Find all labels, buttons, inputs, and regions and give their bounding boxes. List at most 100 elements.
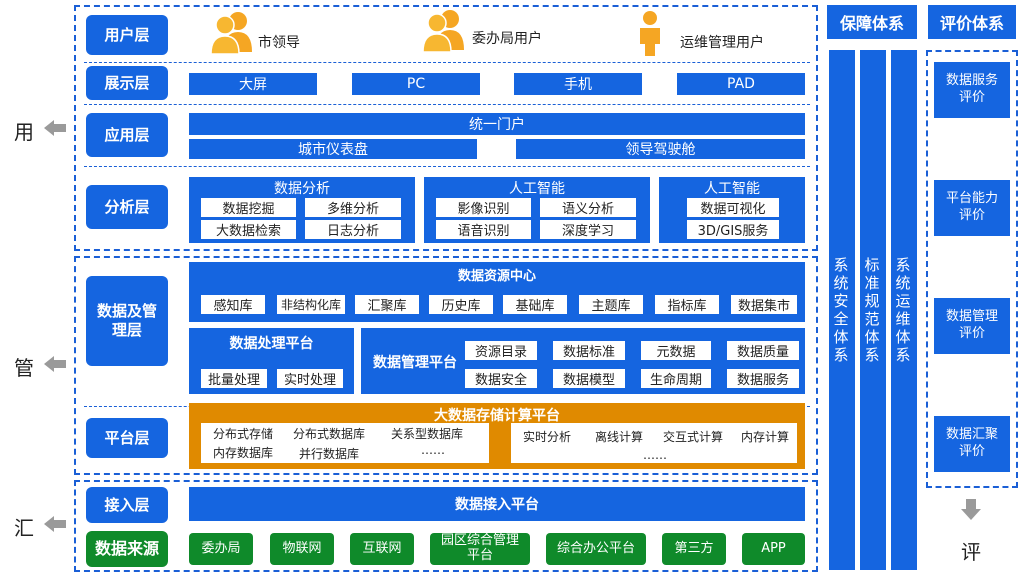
vertical-char: 体 [864, 328, 882, 346]
vertical-char: 安 [833, 292, 851, 310]
bigdata-storage-item: 关系型数据库 [391, 427, 464, 441]
layer-source: 数据来源 [86, 531, 168, 567]
resource-center-title: 数据资源中心 [457, 269, 536, 284]
analysis-item: 语义分析 [540, 198, 636, 217]
analysis-group-title: 人工智能 [509, 181, 565, 197]
management-item: 资源目录 [465, 341, 537, 360]
vertical-char: 范 [864, 310, 882, 328]
user-bureau: 委办局用户 [472, 31, 542, 47]
side-label-gather: 汇 [14, 516, 34, 540]
vertical-char: 标 [864, 256, 882, 274]
guarantee-column: 系统运维体系 [891, 50, 917, 570]
evaluation-item: 平台能力评价 [934, 180, 1010, 236]
user-ops: 运维管理用户 [680, 35, 764, 51]
vertical-char: 系 [833, 256, 851, 274]
bigdata-storage-item: 分布式存储 [213, 427, 274, 441]
source-item: 园区综合管理平台 [430, 533, 530, 565]
analysis-item: 语音识别 [436, 220, 531, 239]
bigdata-compute-item: …… [643, 448, 667, 462]
vertical-char: 统 [833, 274, 851, 292]
analysis-item: 日志分析 [305, 220, 401, 239]
analysis-item: 数据挖掘 [201, 198, 296, 217]
display-pc: PC [352, 73, 480, 95]
bigdata-compute-item: 内存计算 [741, 430, 790, 444]
app-cockpit: 领导驾驶舱 [516, 139, 805, 159]
layer-data-mgmt: 数据及管理层 [86, 276, 168, 366]
resource-item: 汇聚库 [355, 295, 419, 314]
source-item: 互联网 [350, 533, 414, 565]
user-city-leader: 市领导 [258, 35, 300, 51]
evaluation-item: 数据服务评价 [934, 62, 1010, 118]
analysis-group-title: 数据分析 [274, 181, 330, 197]
user-group-icon [210, 12, 252, 54]
single-user-icon [640, 11, 660, 56]
management-item: 数据服务 [727, 369, 799, 388]
layer-user: 用户层 [86, 15, 168, 55]
bigdata-compute-box: 实时分析 离线计算 交互式计算 内存计算 …… [511, 423, 797, 463]
resource-item: 指标库 [655, 295, 719, 314]
vertical-char: 维 [895, 310, 913, 328]
upper-frame [74, 5, 818, 251]
processing-platform: 数据处理平台 批量处理 实时处理 [189, 328, 354, 394]
management-item: 元数据 [641, 341, 711, 360]
vertical-char: 统 [895, 274, 913, 292]
layer-analysis: 分析层 [86, 185, 168, 229]
vertical-char: 系 [864, 346, 882, 364]
bigdata-compute-item: 交互式计算 [663, 430, 724, 444]
bigdata-storage-item: 分布式数据库 [293, 427, 366, 441]
analysis-item: 大数据检索 [201, 220, 296, 239]
middle-frame [74, 256, 818, 475]
side-label-use: 用 [14, 120, 34, 144]
display-big-screen: 大屏 [189, 73, 317, 95]
user-group-icon [422, 10, 464, 52]
vertical-char: 系 [895, 256, 913, 274]
resource-item: 感知库 [201, 295, 265, 314]
bigdata-storage-item: 并行数据库 [299, 447, 360, 461]
layer-display: 展示层 [86, 66, 168, 100]
source-item: 物联网 [270, 533, 334, 565]
vertical-char: 运 [895, 292, 913, 310]
resource-item: 基础库 [503, 295, 567, 314]
analysis-item: 影像识别 [436, 198, 531, 217]
source-item: 第三方 [662, 533, 726, 565]
vertical-char: 系 [895, 346, 913, 364]
bigdata-compute-item: 离线计算 [595, 430, 644, 444]
vertical-char: 系 [833, 346, 851, 364]
management-item: 数据模型 [553, 369, 625, 388]
evaluation-item: 数据管理评价 [934, 298, 1010, 354]
layer-platform: 平台层 [86, 418, 168, 458]
evaluation-header: 评价体系 [928, 5, 1016, 39]
analysis-item: 3D/GIS服务 [687, 220, 779, 239]
processing-item: 实时处理 [277, 369, 343, 388]
resource-item: 数据集市 [731, 295, 797, 314]
vertical-char: 规 [864, 292, 882, 310]
resource-center: 数据资源中心 感知库 非结构化库 汇聚库 历史库 基础库 主题库 指标库 数据集… [189, 262, 805, 322]
bigdata-compute-item: 实时分析 [523, 430, 572, 444]
resource-item: 非结构化库 [277, 295, 345, 314]
analysis-group-ai: 人工智能 影像识别 语义分析 语音识别 深度学习 [424, 177, 650, 243]
bigdata-platform: 大数据存储计算平台 分布式存储 分布式数据库 关系型数据库 内存数据库 并行数据… [189, 403, 805, 469]
layer-access: 接入层 [86, 487, 168, 523]
resource-item: 主题库 [579, 295, 643, 314]
source-item: APP [742, 533, 805, 565]
bigdata-title: 大数据存储计算平台 [434, 408, 560, 424]
bigdata-storage-item: …… [421, 443, 445, 457]
vertical-char: 全 [833, 310, 851, 328]
bigdata-storage-item: 内存数据库 [213, 446, 274, 460]
lower-frame [74, 480, 818, 572]
app-portal: 统一门户 [189, 113, 805, 135]
guarantee-column: 系统安全体系 [829, 50, 855, 570]
guarantee-column: 标准规范体系 [860, 50, 886, 570]
side-label-evaluate: 评 [961, 540, 981, 564]
display-phone: 手机 [514, 73, 642, 95]
source-item: 委办局 [189, 533, 253, 565]
vertical-char: 体 [833, 328, 851, 346]
side-label-manage: 管 [14, 356, 34, 380]
evaluation-item: 数据汇聚评价 [934, 416, 1010, 472]
analysis-item: 深度学习 [540, 220, 636, 239]
app-dashboard: 城市仪表盘 [189, 139, 477, 159]
processing-title: 数据处理平台 [229, 336, 314, 352]
analysis-group-title: 人工智能 [704, 181, 760, 197]
management-item: 数据标准 [553, 341, 625, 360]
processing-item: 批量处理 [201, 369, 267, 388]
